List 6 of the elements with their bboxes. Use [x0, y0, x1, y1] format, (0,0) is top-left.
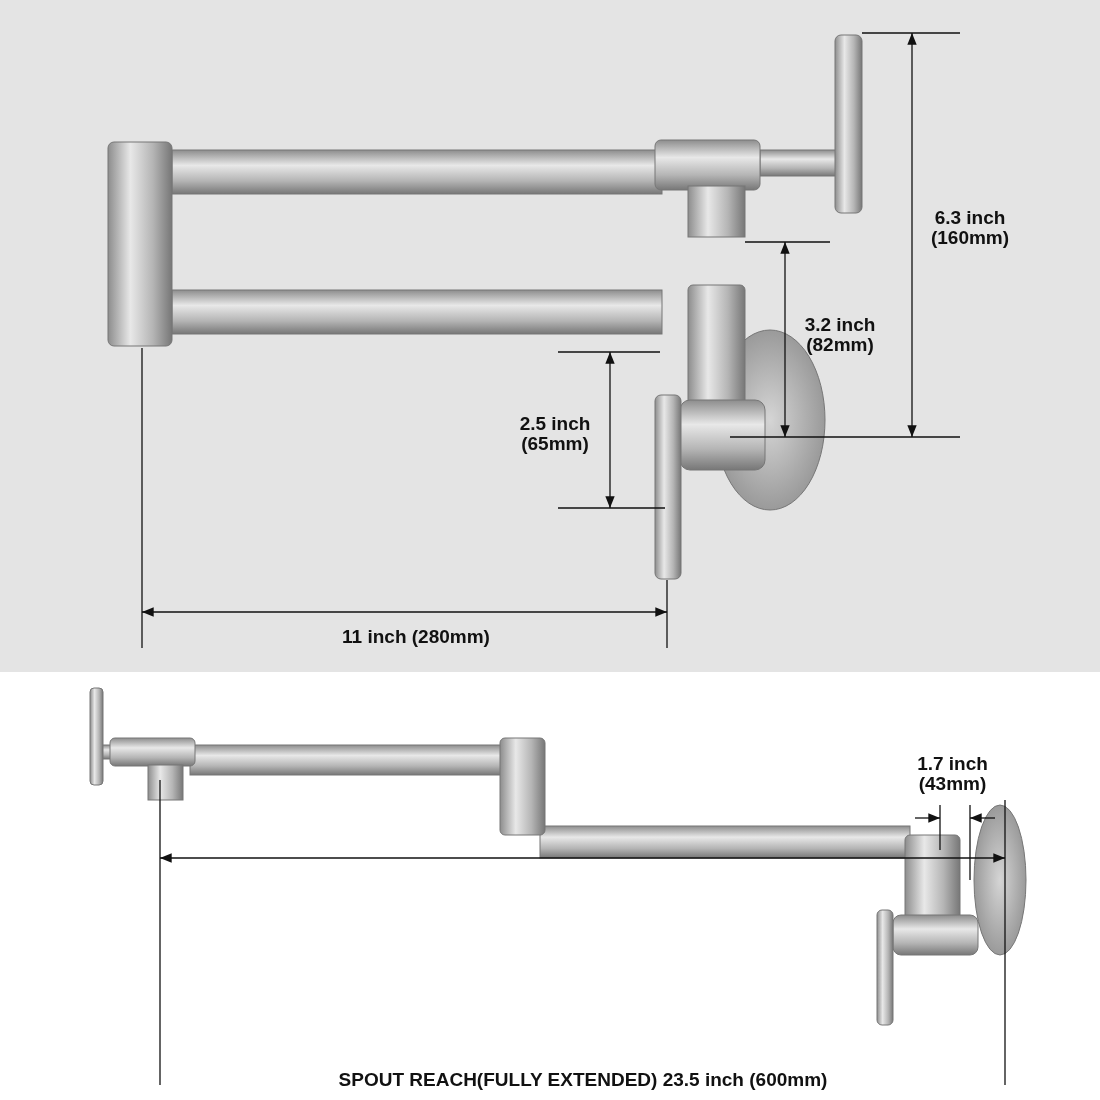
dimension-label: 11 inch (280mm): [341, 627, 491, 647]
dimension-label: SPOUT REACH(FULLY EXTENDED) 23.5 inch (600mm): [337, 1070, 829, 1090]
dimension-label: 2.5 inch (65mm): [518, 414, 592, 454]
dimension-label: 1.7 inch (43mm): [916, 754, 989, 794]
dimension-label: 6.3 inch (160mm): [929, 208, 1011, 248]
dimension-label: 3.2 inch (82mm): [803, 315, 877, 355]
